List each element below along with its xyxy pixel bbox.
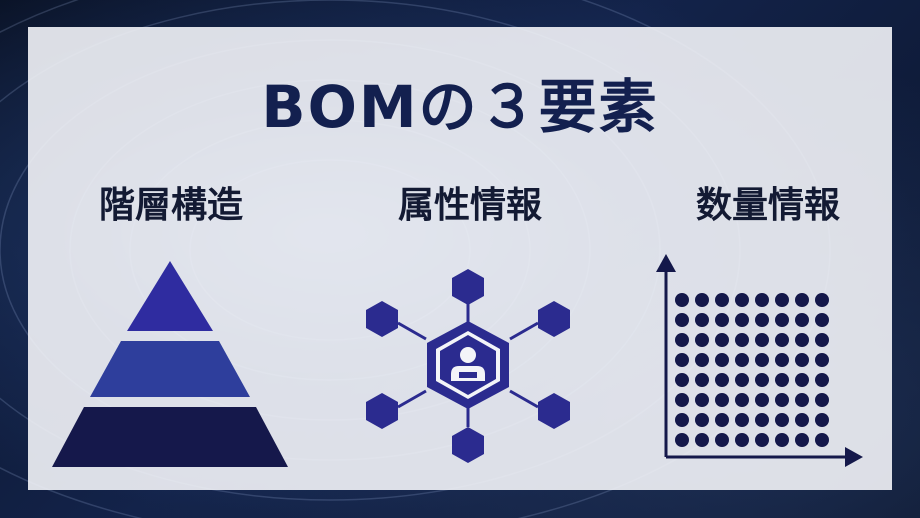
dot-grid-chart-icon bbox=[656, 254, 863, 467]
grid-dot bbox=[675, 313, 689, 327]
grid-dot bbox=[795, 293, 809, 307]
grid-dot bbox=[815, 293, 829, 307]
grid-dot bbox=[715, 413, 729, 427]
grid-dot bbox=[755, 333, 769, 347]
grid-dot bbox=[715, 353, 729, 367]
y-axis-arrow bbox=[656, 254, 676, 272]
grid-dot bbox=[675, 433, 689, 447]
grid-dot bbox=[675, 373, 689, 387]
grid-dot bbox=[815, 373, 829, 387]
grid-dot bbox=[675, 393, 689, 407]
grid-dot bbox=[735, 393, 749, 407]
grid-dot bbox=[695, 413, 709, 427]
grid-dot bbox=[695, 353, 709, 367]
grid-dot bbox=[815, 413, 829, 427]
grid-dot bbox=[775, 433, 789, 447]
grid-dot bbox=[675, 413, 689, 427]
grid-dot bbox=[735, 293, 749, 307]
grid-dot bbox=[715, 433, 729, 447]
grid-dot bbox=[695, 393, 709, 407]
grid-dot bbox=[775, 393, 789, 407]
grid-dot bbox=[815, 433, 829, 447]
grid-dot bbox=[695, 293, 709, 307]
page-title: BOMの３要素 bbox=[261, 73, 659, 141]
grid-dot bbox=[775, 333, 789, 347]
grid-dot bbox=[755, 393, 769, 407]
grid-dot bbox=[815, 353, 829, 367]
content-panel: BOMの３要素 階層構造 属性情報 数量情報 bbox=[28, 27, 892, 490]
grid-dot bbox=[715, 393, 729, 407]
grid-dot bbox=[675, 333, 689, 347]
grid-dot bbox=[735, 313, 749, 327]
grid-dot bbox=[735, 353, 749, 367]
grid-dot bbox=[755, 433, 769, 447]
grid-dot bbox=[755, 353, 769, 367]
grid-dot bbox=[795, 373, 809, 387]
grid-dot bbox=[715, 333, 729, 347]
grid-dot bbox=[675, 293, 689, 307]
small-hexagon bbox=[366, 393, 398, 429]
grid-dot bbox=[815, 393, 829, 407]
grid-dot bbox=[775, 413, 789, 427]
small-hexagon bbox=[538, 301, 570, 337]
section-label-hierarchy: 階層構造 bbox=[98, 185, 243, 226]
grid-dot bbox=[795, 393, 809, 407]
grid-dot bbox=[795, 433, 809, 447]
pyramid-icon bbox=[52, 261, 288, 467]
grid-dot bbox=[755, 413, 769, 427]
grid-dot bbox=[715, 293, 729, 307]
grid-dot bbox=[695, 313, 709, 327]
grid-dot bbox=[695, 373, 709, 387]
section-label-attributes: 属性情報 bbox=[397, 185, 542, 226]
small-hexagon bbox=[452, 427, 484, 463]
grid-dot bbox=[755, 293, 769, 307]
grid-dot bbox=[755, 373, 769, 387]
small-hexagon bbox=[366, 301, 398, 337]
grid-dot bbox=[815, 333, 829, 347]
grid-dot bbox=[795, 333, 809, 347]
grid-dot bbox=[735, 373, 749, 387]
section-label-quantity: 数量情報 bbox=[695, 185, 840, 226]
grid-dot bbox=[715, 313, 729, 327]
grid-dot bbox=[735, 433, 749, 447]
grid-dot bbox=[815, 313, 829, 327]
grid-dot bbox=[775, 313, 789, 327]
grid-dot bbox=[715, 373, 729, 387]
grid-dot bbox=[795, 413, 809, 427]
hexagon-network-icon bbox=[366, 269, 570, 463]
grid-dot bbox=[735, 413, 749, 427]
grid-dot bbox=[695, 333, 709, 347]
grid-dot bbox=[795, 353, 809, 367]
grid-dot bbox=[735, 333, 749, 347]
grid-dot bbox=[775, 293, 789, 307]
grid-dot bbox=[675, 353, 689, 367]
small-hexagon bbox=[452, 269, 484, 305]
person-icon bbox=[451, 347, 485, 381]
grid-dot bbox=[795, 313, 809, 327]
grid-dot bbox=[755, 313, 769, 327]
grid-dot bbox=[775, 353, 789, 367]
grid-dot bbox=[695, 433, 709, 447]
pyramid-bottom-layer bbox=[52, 407, 288, 467]
x-axis-arrow bbox=[845, 447, 863, 467]
grid-dot bbox=[775, 373, 789, 387]
dot-grid bbox=[675, 293, 829, 447]
small-hexagon bbox=[538, 393, 570, 429]
pyramid-middle-layer bbox=[90, 341, 250, 397]
pyramid-top-layer bbox=[127, 261, 213, 331]
